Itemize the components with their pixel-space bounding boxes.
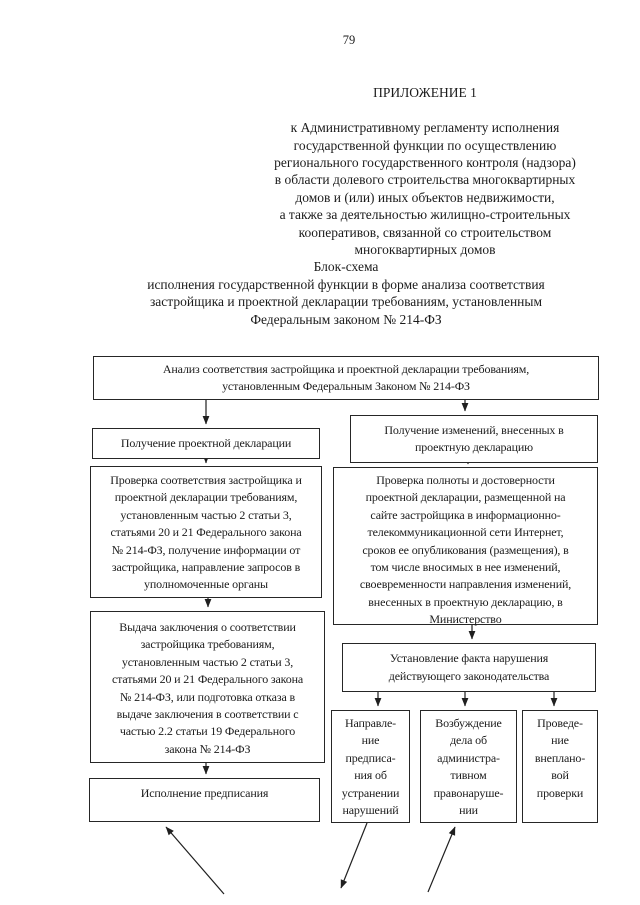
appendix-body: к Административному регламенту исполнени… bbox=[274, 120, 576, 258]
analysis-box: Анализ соответствия застройщика и проект… bbox=[93, 356, 599, 400]
get-changes-box: Получение изменений, внесенных в проектн… bbox=[350, 415, 598, 463]
check-completeness-box: Проверка полноты и достоверности проектн… bbox=[333, 467, 598, 626]
violation-fact-box: Установление факта нарушения действующег… bbox=[342, 643, 596, 692]
issue-conclusion-box: Выдача заключения о соответствии застрой… bbox=[90, 611, 325, 763]
page-number: 79 bbox=[342, 33, 356, 47]
admin-case-box: Возбуждение дела об администра- тивном п… bbox=[420, 710, 517, 823]
appendix-title: ПРИЛОЖЕНИЕ 1 bbox=[373, 85, 477, 101]
send-prescription-box: Направле- ние предписа- ния об устранени… bbox=[331, 710, 410, 823]
appendix-header: ПРИЛОЖЕНИЕ 1 к Административному регламе… bbox=[225, 67, 625, 276]
check-compliance-box: Проверка соответствия застройщика и прое… bbox=[90, 466, 322, 598]
arrow-diagonal-into-admin-case bbox=[427, 826, 456, 893]
scheme-title: Блок-схема исполнения государственной фу… bbox=[147, 259, 545, 327]
unscheduled-inspection-box: Проведе- ние внеплано- вой проверки bbox=[522, 710, 598, 823]
arrow-diagonal-from-send-prescription bbox=[340, 822, 368, 889]
execute-prescription-box: Исполнение предписания bbox=[89, 778, 320, 822]
get-declaration-box: Получение проектной декларации bbox=[92, 428, 320, 459]
arrow-diagonal-into-execute-prescription bbox=[165, 826, 225, 895]
